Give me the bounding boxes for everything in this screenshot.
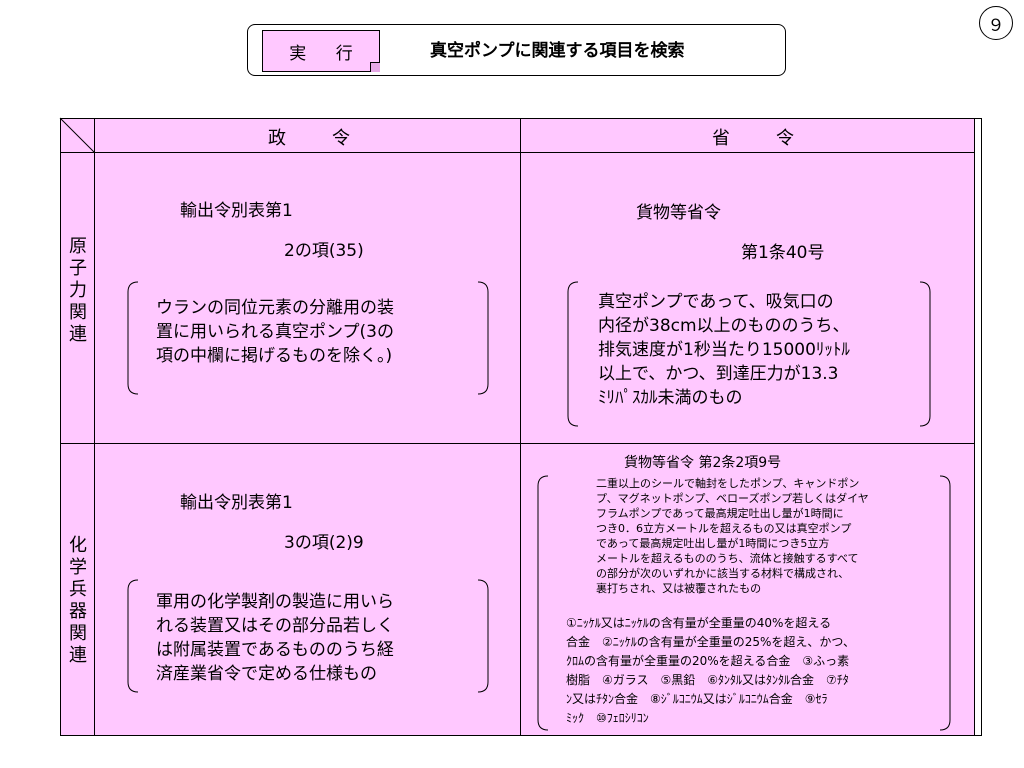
nuclear-order-ref: 輸出令別表第1 — [180, 201, 293, 221]
nuclear-order-bracket — [127, 281, 489, 395]
nuclear-ministry-item: 第1条40号 — [741, 243, 825, 263]
chemical-order-ref: 輸出令別表第1 — [180, 493, 293, 513]
row-label-nuclear: 原 子 力 関 連 — [69, 236, 87, 345]
header-title: 真空ポンプに関連する項目を検索 — [430, 41, 685, 61]
chemical-ministry-description: 二重以上のシールで軸封をしたポンプ、キャンドポン プ、マグネットポンプ、ベローズ… — [596, 477, 869, 595]
corner-diagonal — [59, 117, 95, 153]
header-row-divider — [60, 152, 975, 153]
nuclear-ministry-bracket — [567, 281, 931, 427]
nuclear-order-description: ウランの同位元素の分離用の装 置に用いられる真空ポンプ(3の 項の中欄に掲げるも… — [156, 298, 394, 366]
column-header-seirei: 政 令 — [268, 128, 364, 149]
results-table — [60, 118, 975, 736]
row-divider — [60, 443, 975, 444]
row-label-chemical: 化 学 兵 器 関 連 — [69, 535, 87, 666]
nuclear-ministry-description: 真空ポンプであって、吸気口の 内径が38cm以上のもののうち、 排気速度が1秒当… — [598, 292, 850, 408]
column-header-shourei: 省 令 — [712, 128, 808, 149]
execute-button-fold — [370, 62, 380, 72]
chemical-ministry-materials-list: ①ﾆｯｹﾙ又はﾆｯｹﾙの含有量が全重量の40%を超える 合金 ②ﾆｯｹﾙの含有量… — [566, 616, 855, 725]
execute-button[interactable]: 実 行 — [262, 30, 380, 72]
nuclear-order-item: 2の項(35) — [284, 241, 364, 261]
search-header-box — [247, 24, 786, 76]
column-divider — [520, 118, 521, 736]
chemical-order-description: 軍用の化学製剤の製造に用いら れる装置又はその部分品若しく は附属装置であるもの… — [156, 592, 394, 684]
chemical-ministry-bracket — [537, 475, 951, 731]
nuclear-ministry-ref: 貨物等省令 — [636, 203, 721, 223]
chemical-order-bracket — [127, 579, 489, 693]
label-column-divider — [94, 118, 95, 736]
chemical-order-item: 3の項(2)9 — [284, 533, 364, 553]
chemical-ministry-ref: 貨物等省令 第2条2項9号 — [624, 455, 782, 471]
page-number: ９ — [979, 6, 1013, 40]
